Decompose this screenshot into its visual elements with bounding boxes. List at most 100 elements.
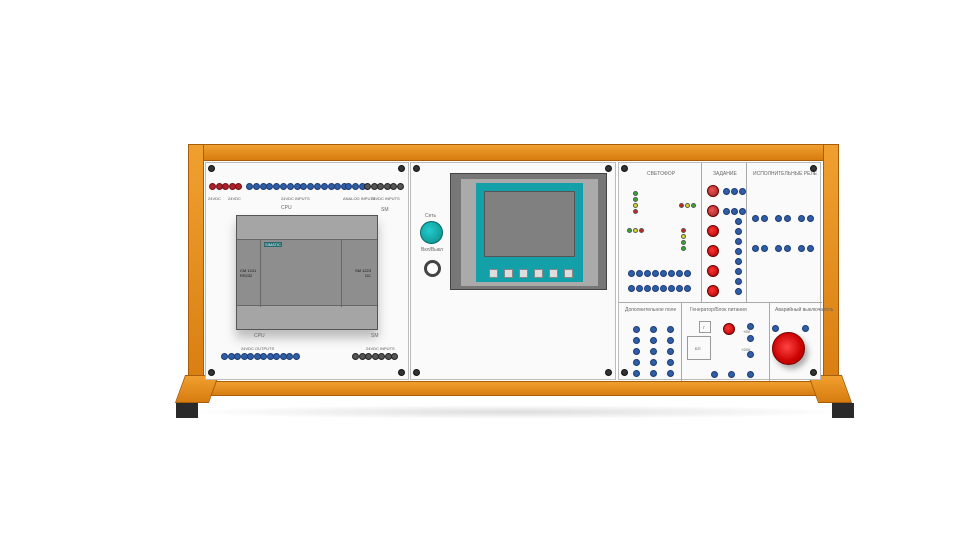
terminal[interactable]: [752, 245, 759, 252]
task-button[interactable]: [707, 245, 719, 257]
terminal[interactable]: [636, 285, 643, 292]
task-button[interactable]: [707, 205, 719, 217]
emergency-stop-button[interactable]: [772, 332, 805, 365]
terminal[interactable]: [747, 351, 754, 358]
terminal[interactable]: [259, 183, 267, 190]
terminal[interactable]: [221, 353, 228, 360]
terminal[interactable]: [784, 245, 791, 252]
terminal[interactable]: [668, 285, 675, 292]
terminal[interactable]: [802, 325, 809, 332]
terminal[interactable]: [807, 245, 814, 252]
terminal[interactable]: [628, 285, 635, 292]
terminal[interactable]: [628, 270, 635, 277]
terminal[interactable]: [644, 285, 651, 292]
hmi-screen[interactable]: [484, 191, 575, 257]
terminal[interactable]: [633, 337, 640, 344]
terminal[interactable]: [735, 288, 742, 295]
terminal[interactable]: [378, 353, 385, 360]
terminal[interactable]: [739, 188, 746, 195]
terminal[interactable]: [735, 258, 742, 265]
terminal[interactable]: [747, 335, 754, 342]
terminal[interactable]: [667, 370, 674, 377]
terminal[interactable]: [345, 183, 352, 190]
terminal[interactable]: [735, 278, 742, 285]
terminal[interactable]: [735, 228, 742, 235]
terminal[interactable]: [668, 270, 675, 277]
terminal[interactable]: [247, 353, 254, 360]
terminal[interactable]: [234, 353, 241, 360]
terminal[interactable]: [660, 270, 667, 277]
terminal[interactable]: [235, 183, 242, 190]
terminal[interactable]: [633, 326, 640, 333]
terminal[interactable]: [390, 183, 397, 190]
terminal[interactable]: [222, 183, 229, 190]
terminal[interactable]: [731, 188, 738, 195]
terminal[interactable]: [752, 215, 759, 222]
terminal[interactable]: [286, 353, 293, 360]
onoff-switch[interactable]: [424, 260, 441, 277]
terminal[interactable]: [667, 359, 674, 366]
terminal[interactable]: [334, 183, 342, 190]
task-button[interactable]: [707, 285, 719, 297]
terminal[interactable]: [667, 348, 674, 355]
terminal[interactable]: [735, 268, 742, 275]
function-key[interactable]: [489, 269, 498, 278]
terminal[interactable]: [391, 353, 398, 360]
terminal[interactable]: [260, 353, 267, 360]
terminal[interactable]: [798, 215, 805, 222]
terminal[interactable]: [739, 208, 746, 215]
function-key[interactable]: [564, 269, 573, 278]
terminal[interactable]: [644, 270, 651, 277]
power-button[interactable]: [420, 221, 443, 244]
terminal[interactable]: [723, 208, 730, 215]
function-key[interactable]: [534, 269, 543, 278]
terminal[interactable]: [667, 337, 674, 344]
terminal[interactable]: [735, 238, 742, 245]
function-key[interactable]: [519, 269, 528, 278]
terminal[interactable]: [775, 215, 782, 222]
terminal[interactable]: [784, 215, 791, 222]
task-button[interactable]: [707, 265, 719, 277]
task-button[interactable]: [707, 185, 719, 197]
terminal[interactable]: [327, 183, 335, 190]
terminal[interactable]: [293, 183, 301, 190]
terminal[interactable]: [636, 270, 643, 277]
terminal[interactable]: [731, 208, 738, 215]
terminal[interactable]: [320, 183, 328, 190]
terminal[interactable]: [252, 183, 260, 190]
terminal[interactable]: [660, 285, 667, 292]
terminal[interactable]: [314, 183, 321, 190]
terminal[interactable]: [396, 183, 404, 190]
terminal[interactable]: [273, 183, 281, 190]
terminal[interactable]: [246, 183, 253, 190]
terminal[interactable]: [307, 183, 315, 190]
terminal[interactable]: [676, 270, 683, 277]
terminal[interactable]: [652, 270, 659, 277]
terminal[interactable]: [711, 371, 718, 378]
terminal[interactable]: [300, 183, 308, 190]
terminal[interactable]: [377, 183, 384, 190]
terminal[interactable]: [633, 348, 640, 355]
terminal[interactable]: [723, 188, 730, 195]
terminal[interactable]: [352, 353, 359, 360]
function-key[interactable]: [504, 269, 513, 278]
task-button[interactable]: [707, 225, 719, 237]
terminal[interactable]: [798, 245, 805, 252]
terminal[interactable]: [266, 183, 274, 190]
terminal[interactable]: [273, 353, 280, 360]
terminal[interactable]: [352, 183, 359, 190]
terminal[interactable]: [728, 371, 735, 378]
terminal[interactable]: [365, 353, 372, 360]
terminal[interactable]: [633, 370, 640, 377]
terminal[interactable]: [667, 326, 674, 333]
terminal[interactable]: [286, 183, 294, 190]
terminal[interactable]: [650, 348, 657, 355]
terminal[interactable]: [280, 183, 287, 190]
function-key[interactable]: [549, 269, 558, 278]
terminal[interactable]: [775, 245, 782, 252]
generator-knob[interactable]: [723, 323, 735, 335]
terminal[interactable]: [747, 323, 754, 330]
terminal[interactable]: [747, 371, 754, 378]
terminal[interactable]: [735, 248, 742, 255]
terminal[interactable]: [650, 370, 657, 377]
